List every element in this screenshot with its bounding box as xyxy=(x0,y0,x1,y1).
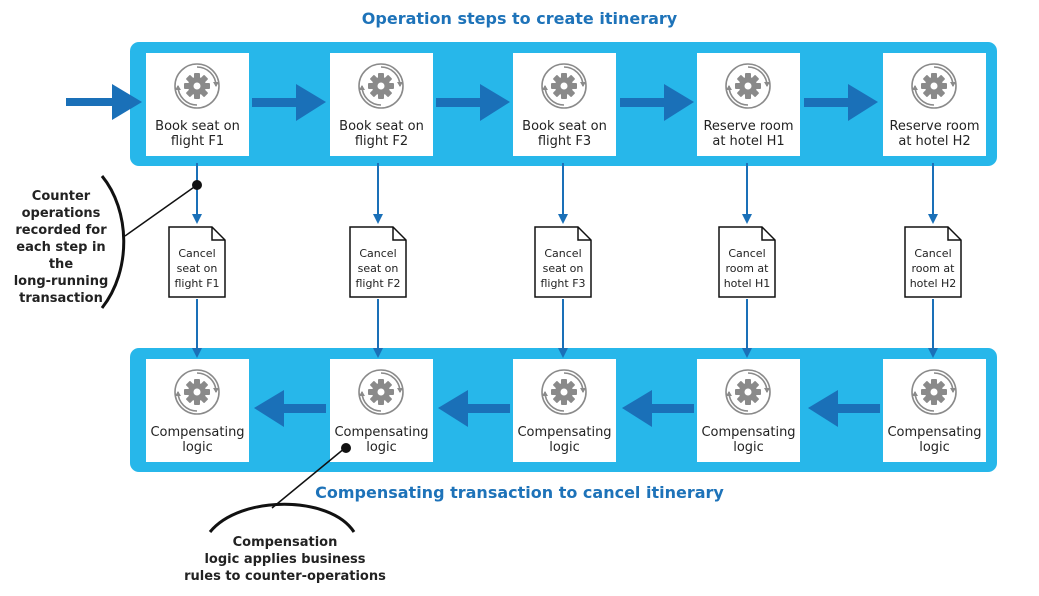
note-line: Compensation xyxy=(232,535,338,550)
compensation-label: logic xyxy=(366,440,397,455)
operation-label: Reserve room xyxy=(889,119,980,134)
note-line: transaction xyxy=(19,291,103,306)
counter-operation-doc-3: Cancel seat on flight F3 xyxy=(534,226,592,298)
doc-line: hotel H1 xyxy=(723,277,771,290)
note-line: recorded for xyxy=(15,223,107,238)
note-line: rules to counter-operations xyxy=(184,569,386,584)
operation-label: Reserve room xyxy=(703,119,794,134)
operation-label: Book seat on xyxy=(155,119,240,134)
compensation-label: Compensating xyxy=(701,425,796,440)
note-line: operations xyxy=(21,206,101,221)
compensation-label: Compensating xyxy=(150,425,245,440)
counter-operation-doc-4: Cancel room at hotel H1 xyxy=(718,226,776,298)
compensation-label: logic xyxy=(182,440,213,455)
doc-line: flight F1 xyxy=(174,277,220,290)
document-icon xyxy=(904,226,962,298)
operation-label: flight F1 xyxy=(170,134,225,149)
compensation-label: logic xyxy=(549,440,580,455)
document-icon xyxy=(718,226,776,298)
document-icon xyxy=(349,226,407,298)
vertical-connectors xyxy=(192,163,938,358)
doc-line: flight F3 xyxy=(540,277,586,290)
note-line: Counter xyxy=(31,189,91,204)
compensation-label: logic xyxy=(919,440,950,455)
document-icon xyxy=(168,226,226,298)
backward-arrows xyxy=(254,390,880,427)
compensation-label: Compensating xyxy=(517,425,612,440)
doc-line: Cancel xyxy=(544,247,582,260)
counter-operation-doc-1: Cancel seat on flight F1 xyxy=(168,226,226,298)
counter-operation-doc-2: Cancel seat on flight F2 xyxy=(349,226,407,298)
note-line: logic applies business xyxy=(204,552,366,567)
entry-arrow xyxy=(66,84,142,120)
doc-line: room at xyxy=(725,262,769,275)
doc-line: hotel H2 xyxy=(909,277,957,290)
operation-label: Book seat on xyxy=(339,119,424,134)
doc-line: Cancel xyxy=(914,247,952,260)
counter-callout-pointer xyxy=(100,175,202,309)
doc-line: Cancel xyxy=(728,247,766,260)
counter-operation-doc-5: Cancel room at hotel H2 xyxy=(904,226,962,298)
doc-line: Cancel xyxy=(359,247,397,260)
document-icon xyxy=(534,226,592,298)
doc-line: flight F2 xyxy=(355,277,401,290)
doc-line: seat on xyxy=(357,262,399,275)
compensation-label: logic xyxy=(733,440,764,455)
forward-arrows xyxy=(252,84,878,121)
bottom-title: Compensating transaction to cancel itine… xyxy=(315,483,724,502)
compensation-label: Compensating xyxy=(334,425,429,440)
compensation-callout-pointer xyxy=(208,443,356,533)
operation-label: at hotel H2 xyxy=(898,134,971,149)
doc-line: Cancel xyxy=(178,247,216,260)
compensation-label: Compensating xyxy=(887,425,982,440)
note-line: each step in the xyxy=(16,240,106,272)
compensation-logic-note: Compensation logic applies business rule… xyxy=(170,534,400,585)
note-line: long-running xyxy=(13,274,109,289)
doc-line: seat on xyxy=(176,262,218,275)
operation-label: flight F3 xyxy=(537,134,592,149)
operation-label: at hotel H1 xyxy=(712,134,785,149)
counter-operations-note: Counter operations recorded for each ste… xyxy=(2,188,120,307)
doc-line: room at xyxy=(911,262,955,275)
operation-label: flight F2 xyxy=(354,134,409,149)
top-title: Operation steps to create itinerary xyxy=(361,9,678,28)
operation-label: Book seat on xyxy=(522,119,607,134)
doc-line: seat on xyxy=(542,262,584,275)
